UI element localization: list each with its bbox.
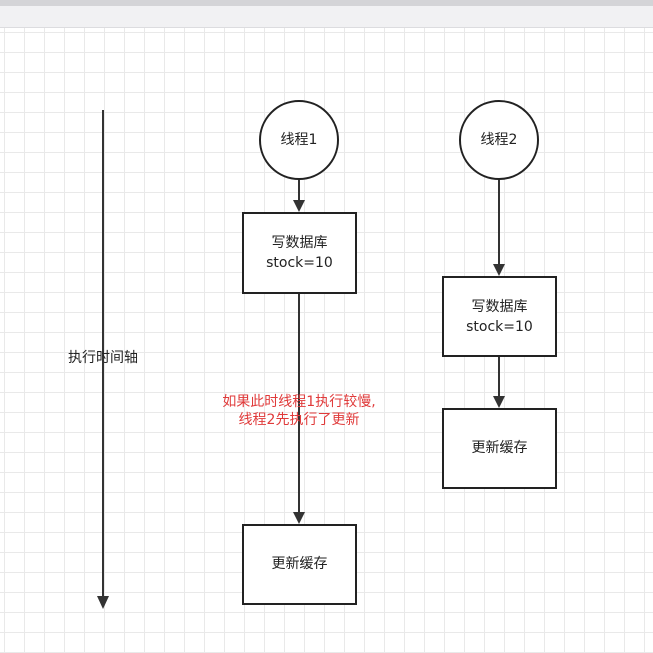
thread1-write-db-box[interactable] [242,212,357,294]
thread2-update-cache-label: 更新缓存 [471,440,528,456]
edge-thread2-write-to-cache-arrowhead [493,396,505,408]
thread1-update-cache-label: 更新缓存 [271,556,328,572]
timeline-arrowhead [97,596,109,609]
thread2-write-db-box[interactable] [442,276,557,357]
thread2-circle-label: 线程2 [480,132,518,148]
window-top-strip [0,0,653,6]
edge-thread1-to-write-arrowhead [293,200,305,212]
window-top-bar [0,0,653,28]
edge-thread2-to-write-arrowhead [493,264,505,276]
thread1-write-db-line1: 写数据库 [271,235,328,251]
annotation-line2: 线程2先执行了更新 [238,412,360,428]
thread2-write-db-line1: 写数据库 [471,299,528,315]
thread1-update-cache-box[interactable] [242,524,357,605]
annotation-line1: 如果此时线程1执行较慢, [222,394,376,410]
thread1-circle-label: 线程1 [280,132,318,148]
edge-thread1-write-to-cache-arrowhead [293,512,305,524]
thread1-write-db-line2: stock=10 [266,255,333,271]
thread1-circle-node[interactable] [259,100,339,180]
thread2-write-db-line2: stock=10 [466,319,533,335]
timeline-label: 执行时间轴 [68,350,138,366]
thread2-circle-node[interactable] [459,100,539,180]
thread2-update-cache-box[interactable] [442,408,557,489]
